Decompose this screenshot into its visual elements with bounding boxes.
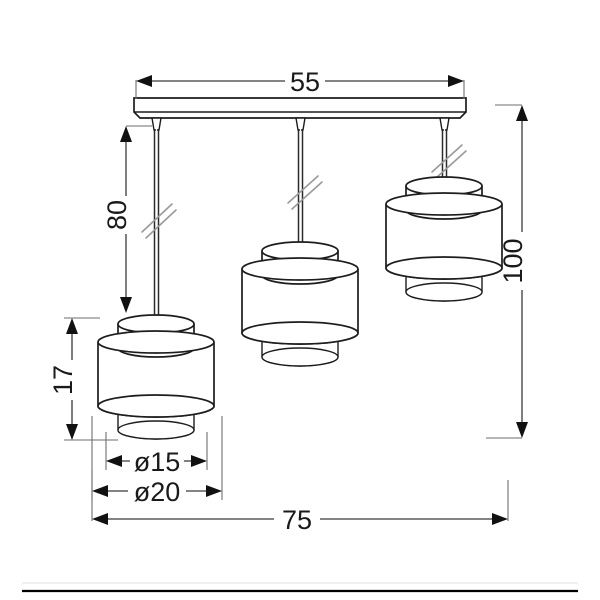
break-mark-middle	[287, 175, 323, 210]
cable-left	[141, 129, 177, 318]
cable-right	[431, 129, 467, 180]
cable-connector-right	[439, 117, 450, 131]
arrow-up	[120, 126, 132, 142]
dimension-outer-diameter: ø20	[91, 416, 223, 507]
arrow-right	[448, 75, 464, 87]
dimension-inner-diameter: ø15	[105, 432, 208, 477]
arrow-right	[206, 485, 222, 497]
pendant-lamp-left	[97, 314, 215, 440]
break-mark-right	[431, 144, 467, 179]
arrow-up	[516, 105, 528, 121]
arrow-down	[66, 424, 78, 440]
dimension-canopy-width: 55	[135, 67, 465, 99]
cable-middle	[287, 129, 323, 245]
dimension-label-100: 100	[498, 238, 528, 283]
dimension-label-o20: ø20	[134, 477, 181, 507]
arrow-left	[92, 485, 108, 497]
dimension-drop-height: 80	[102, 125, 152, 313]
dimension-label-80: 80	[102, 200, 132, 230]
arrow-down	[516, 422, 528, 438]
dimension-total-width: 75	[91, 470, 509, 535]
ceiling-plate	[133, 97, 467, 119]
dimension-label-75: 75	[282, 505, 312, 535]
arrow-left	[92, 513, 108, 525]
arrow-right	[492, 513, 508, 525]
cable-connector-left	[151, 117, 162, 131]
dimension-shade-height: 17	[48, 317, 118, 441]
pendant-lamp-right	[385, 176, 503, 302]
dimension-label-55: 55	[290, 67, 320, 97]
dimension-total-height: 100	[486, 104, 528, 439]
arrow-right	[191, 455, 207, 467]
arrow-left	[136, 75, 152, 87]
arrow-up	[66, 318, 78, 334]
arrow-down	[120, 297, 132, 313]
cable-connector-middle	[295, 117, 306, 131]
break-mark-left	[141, 203, 177, 239]
pendant-lamp-middle	[241, 241, 359, 367]
dimension-label-17: 17	[48, 365, 78, 395]
arrow-left	[106, 455, 122, 467]
dimension-label-o15: ø15	[134, 447, 181, 477]
